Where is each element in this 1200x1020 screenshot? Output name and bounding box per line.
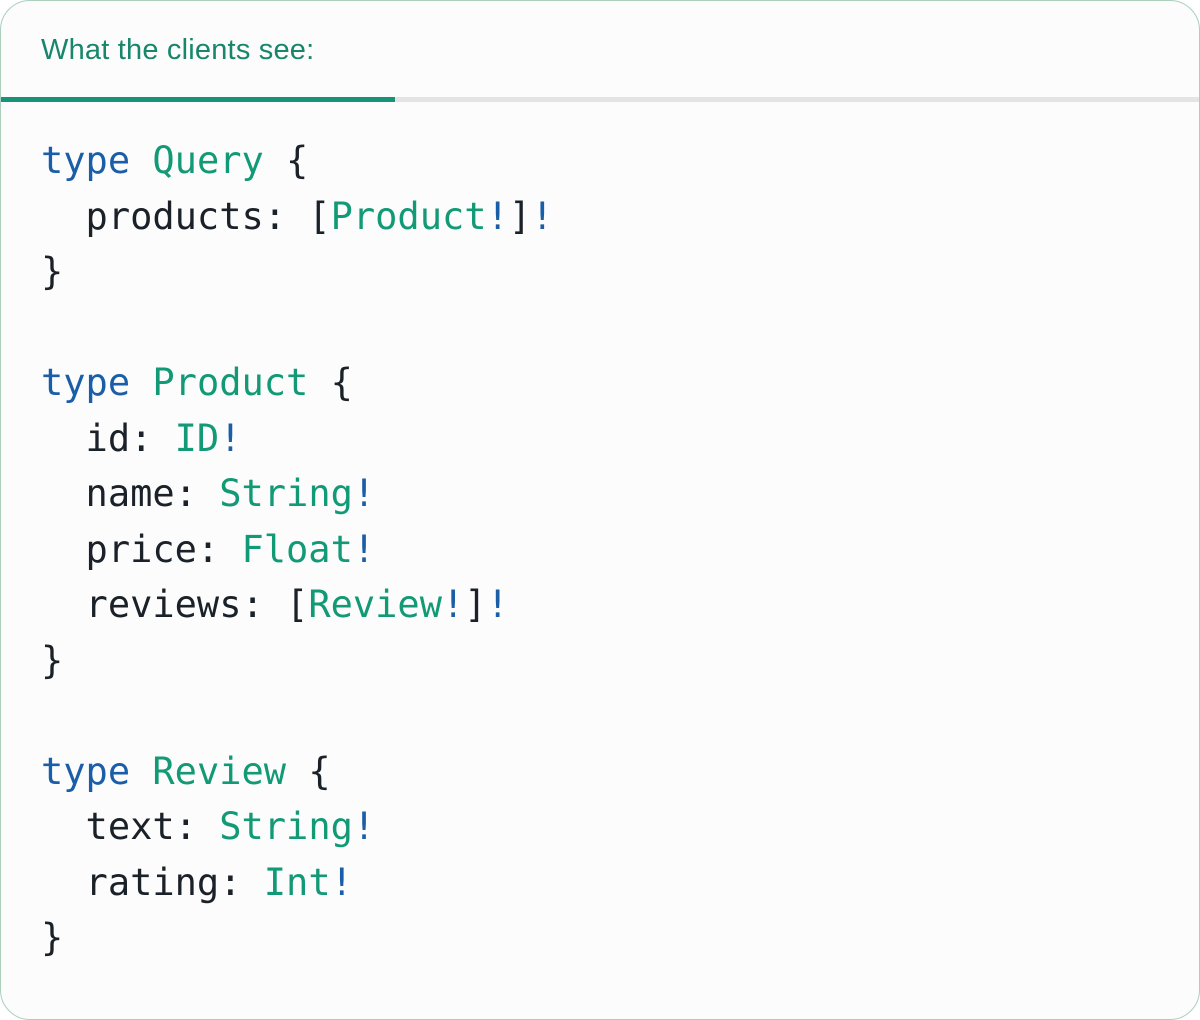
code-token-bang: ! [219, 416, 242, 460]
code-token-ty: String [219, 472, 353, 515]
code-token-ty: Int [263, 860, 331, 904]
code-token-pl: reviews: [ [41, 583, 309, 626]
code-line: type Review { [41, 744, 1169, 800]
code-token-pl [130, 139, 152, 182]
code-token-ty: String [219, 805, 353, 848]
code-token-bang: ! [352, 805, 376, 848]
code-token-bang: ! [330, 860, 353, 904]
code-line: products: [Product!]! [41, 189, 1169, 245]
code-token-bang: ! [531, 194, 554, 238]
code-token-kw: type [41, 139, 131, 182]
code-token-ty: Query [152, 139, 264, 182]
code-token-bang: ! [352, 472, 376, 515]
code-block: type Query { products: [Product!]!} type… [1, 97, 1199, 966]
code-token-ty: Product [152, 361, 309, 404]
code-token-bang: ! [441, 583, 465, 626]
code-token-bang: ! [486, 194, 509, 238]
code-token-pl: } [41, 250, 64, 293]
code-token-pl: rating: [41, 860, 264, 904]
tab-track [1, 97, 1199, 102]
code-token-pl: { [308, 361, 353, 404]
code-token-pl [130, 361, 152, 404]
code-line: rating: Int! [41, 855, 1169, 911]
code-line: type Query { [41, 133, 1169, 189]
code-token-kw: type [41, 749, 131, 793]
code-token-ty: ID [174, 416, 220, 460]
code-token-pl: text: [41, 805, 220, 848]
code-line [41, 300, 1169, 356]
code-line [41, 688, 1169, 744]
code-token-kw: type [41, 361, 131, 404]
code-line: id: ID! [41, 411, 1169, 467]
tab-what-clients-see[interactable]: What the clients see: [1, 1, 395, 97]
code-token-pl: ] [464, 583, 487, 626]
code-token-ty: Float [241, 527, 353, 571]
code-token-ty: Review [152, 749, 287, 793]
code-line: text: String! [41, 799, 1169, 855]
code-token-pl: price: [41, 527, 242, 571]
code-line: reviews: [Review!]! [41, 577, 1169, 633]
code-token-ty: Review [308, 583, 442, 626]
code-token-pl: } [41, 638, 64, 682]
tab-label: What the clients see: [41, 33, 315, 66]
code-token-ty: Product [330, 194, 487, 238]
code-line: name: String! [41, 466, 1169, 522]
code-token-pl: } [41, 916, 64, 959]
code-token-pl: name: [41, 472, 220, 515]
code-token-pl: { [286, 749, 331, 793]
code-token-pl [130, 750, 152, 793]
code-token-pl: { [263, 139, 309, 182]
tab-bar: What the clients see: [1, 1, 1199, 102]
code-line: } [41, 244, 1169, 300]
code-token-bang: ! [352, 527, 376, 571]
code-token-pl: id: [41, 416, 175, 460]
code-token-pl: products: [ [41, 194, 331, 238]
active-tab-indicator [1, 97, 395, 102]
code-line: price: Float! [41, 522, 1169, 578]
code-token-bang: ! [486, 583, 509, 626]
code-line: } [41, 910, 1169, 966]
code-line: type Product { [41, 355, 1169, 411]
code-line: } [41, 633, 1169, 689]
code-token-pl: ] [508, 194, 532, 238]
